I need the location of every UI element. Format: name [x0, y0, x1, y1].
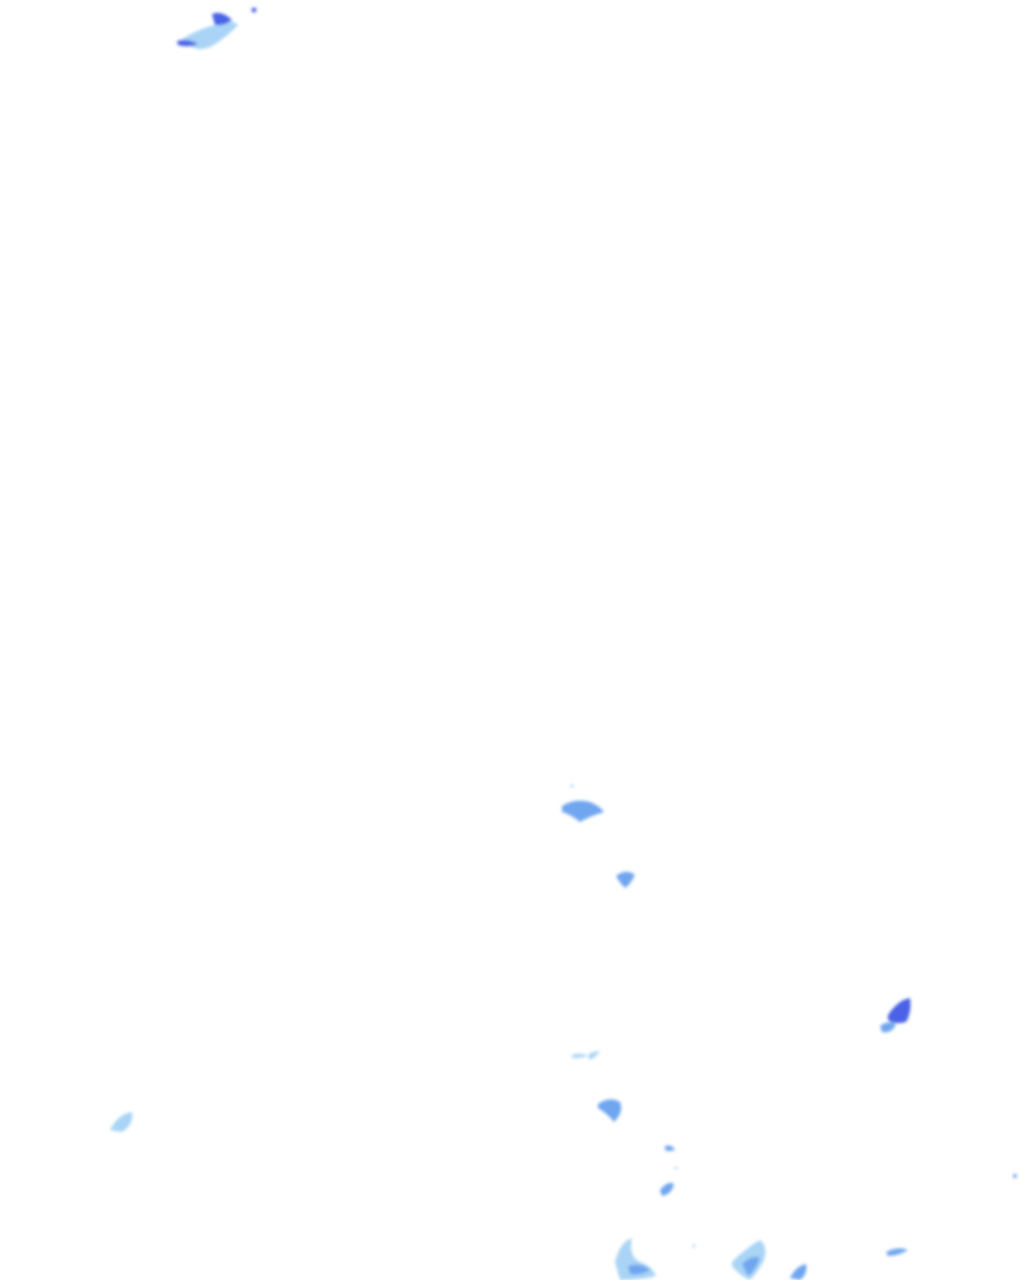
precip-medium [880, 1022, 896, 1033]
precip-medium [598, 1099, 622, 1122]
precip-medium [628, 1264, 650, 1275]
precip-heavy [251, 7, 257, 13]
precip-medium [562, 800, 604, 822]
precip-cell-center [562, 784, 604, 822]
precip-medium [790, 1264, 807, 1280]
precip-medium [660, 1182, 674, 1196]
precip-cell-top-left [177, 7, 257, 49]
precip-light [692, 1244, 696, 1248]
precip-heavy [212, 12, 232, 26]
precip-medium [616, 871, 635, 888]
precip-light [572, 1053, 588, 1058]
precip-heavy [177, 40, 198, 47]
precip-light [588, 1051, 600, 1060]
precip-cell-bottom [615, 1174, 1017, 1280]
precip-cell-center-small [616, 871, 635, 888]
precip-cell-left [110, 1112, 133, 1132]
precip-light [674, 1166, 678, 1170]
precip-medium [1013, 1174, 1017, 1178]
precip-heavy [888, 998, 911, 1024]
precip-cell-right [880, 998, 911, 1033]
precip-medium [665, 1145, 675, 1151]
precip-medium [742, 1256, 760, 1276]
precip-cell-lower-center [572, 1051, 678, 1196]
precip-medium [886, 1248, 908, 1256]
precip-light [570, 784, 574, 788]
precip-light [110, 1112, 133, 1132]
